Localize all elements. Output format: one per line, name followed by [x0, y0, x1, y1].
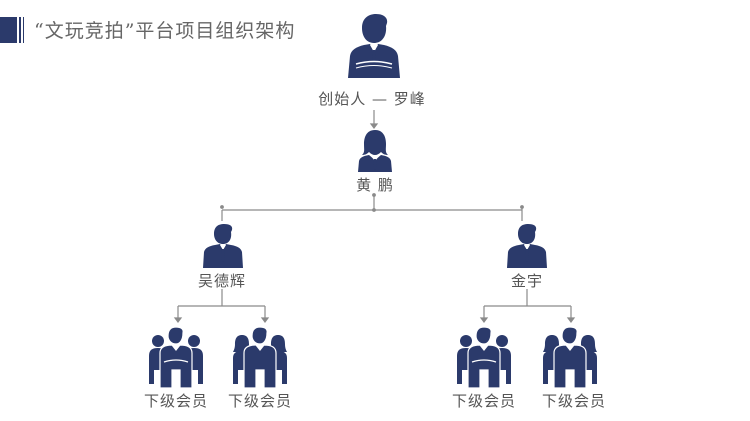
title-accent-bar: [0, 17, 17, 43]
member-label: 下级会员: [451, 392, 517, 410]
arrow-head: [479, 317, 489, 323]
member-label: 下级会员: [541, 392, 607, 410]
founder-label: 创始人 — 罗峰: [318, 90, 426, 108]
group-men-icon: [149, 326, 203, 388]
businessman-icon: [203, 224, 243, 268]
businessman-icon: [348, 14, 400, 78]
member-label: 下级会员: [143, 392, 209, 410]
arrow-head: [173, 317, 183, 323]
arrow-head: [566, 317, 576, 323]
connector-dot: [372, 208, 376, 212]
manager-label: 黄 鹏: [356, 176, 394, 194]
group-mixed-icon: [543, 326, 597, 388]
page-title: “文玩竞拍”平台项目组织架构: [34, 20, 296, 42]
arrow-head: [260, 317, 270, 323]
businessman-icon: [507, 224, 547, 268]
businesswoman-icon: [358, 130, 392, 172]
lead-label: 金宇: [510, 272, 544, 290]
arrow-head: [369, 123, 379, 129]
group-men-icon: [457, 326, 511, 388]
connector-dot: [372, 193, 376, 197]
group-mixed-icon: [233, 326, 287, 388]
lead-label: 吴德辉: [197, 272, 247, 290]
title-accent-bar: [23, 17, 24, 43]
connector-dot: [220, 205, 224, 209]
connector-dot: [520, 205, 524, 209]
member-label: 下级会员: [227, 392, 293, 410]
title-accent-bar: [19, 17, 21, 43]
